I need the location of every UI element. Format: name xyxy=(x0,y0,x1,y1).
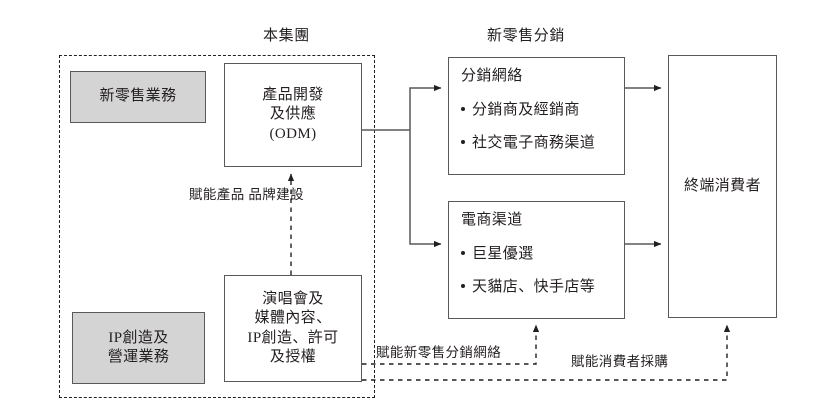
edge-odm-to-distribution-network xyxy=(409,84,442,130)
edge-label-empower-consumer-purchase: 賦能消費者採購 xyxy=(571,354,669,369)
node-ecommerce-channel-bullets: 巨星優選 天貓店、快手店等 xyxy=(461,231,624,298)
list-item: 巨星優選 xyxy=(461,245,624,265)
list-item: 天貓店、快手店等 xyxy=(461,278,624,298)
list-item: 分銷商及經銷商 xyxy=(461,101,624,121)
edge-label-empower-product-brand-line-1: 賦能產品 xyxy=(189,187,245,202)
node-content-ip[interactable]: 演唱會及 媒體內容、 IP創造、許可 及授權 xyxy=(224,275,362,382)
node-ip-business[interactable]: IP創造及 營運業務 xyxy=(72,312,205,384)
node-content-ip-line-4: 及授權 xyxy=(269,349,317,365)
node-new-retail-business-label: 新零售業務 xyxy=(99,88,177,105)
bullet-dot-icon xyxy=(461,140,465,144)
edge-label-empower-product-brand-line-2: 品牌建設 xyxy=(248,187,304,202)
edge-odm-to-ecommerce-channel xyxy=(409,130,442,248)
node-end-consumer[interactable]: 終端消費者 xyxy=(668,55,777,318)
node-ip-business-line-1: IP創造及 xyxy=(108,329,169,346)
edge-label-empower-product-brand: 賦能產品 品牌建設 xyxy=(189,186,304,204)
bullet-dot-icon xyxy=(461,250,465,255)
bullet-dot-icon xyxy=(461,284,465,288)
node-odm[interactable]: 產品開發 及供應 (ODM) xyxy=(224,63,362,167)
node-odm-line-3: (ODM) xyxy=(269,125,317,142)
list-item: 社交電子商務渠道 xyxy=(461,134,624,154)
node-ecommerce-channel-heading: 電商渠道 xyxy=(461,212,523,228)
node-ip-business-line-2: 營運業務 xyxy=(107,349,170,365)
node-new-retail-business[interactable]: 新零售業務 xyxy=(70,71,206,123)
node-content-ip-line-1: 演唱會及 xyxy=(262,290,324,307)
bullet-text: 分銷商及經銷商 xyxy=(472,101,580,118)
bullet-text: 巨星優選 xyxy=(472,245,534,262)
node-odm-line-1: 產品開發 xyxy=(262,86,324,103)
node-distribution-network[interactable]: 分銷網絡 分銷商及經銷商 社交電子商務渠道 xyxy=(448,57,625,175)
node-ecommerce-channel[interactable]: 電商渠道 巨星優選 天貓店、快手店等 xyxy=(448,201,625,319)
group-title-our-group: 本集團 xyxy=(263,28,310,44)
bullet-text: 社交電子商務渠道 xyxy=(472,135,596,151)
group-container-our-group xyxy=(59,55,375,398)
node-content-ip-line-3: IP創造、許可 xyxy=(247,329,339,346)
node-odm-line-2: 及供應 xyxy=(269,106,317,123)
node-content-ip-line-2: 媒體內容、 xyxy=(254,310,332,326)
bullet-dot-icon xyxy=(461,106,465,111)
node-end-consumer-label: 終端消費者 xyxy=(683,177,761,194)
edge-label-empower-new-retail-network: 賦能新零售分銷網絡 xyxy=(376,345,502,360)
group-title-new-retail-distribution: 新零售分銷 xyxy=(487,28,566,44)
node-distribution-network-bullets: 分銷商及經銷商 社交電子商務渠道 xyxy=(461,87,624,154)
node-distribution-network-heading: 分銷網絡 xyxy=(461,68,523,84)
bullet-text: 天貓店、快手店等 xyxy=(472,279,596,295)
